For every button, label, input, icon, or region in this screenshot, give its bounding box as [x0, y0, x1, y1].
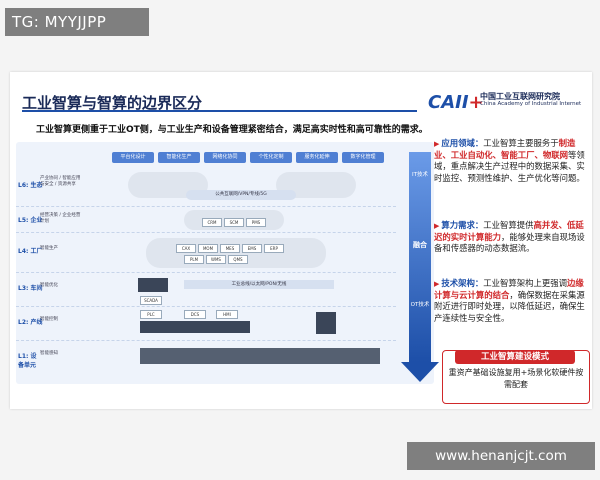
system-chip: SCM — [224, 218, 244, 227]
system-chip: PLM — [184, 255, 204, 264]
tab-digital-management: 数字化管理 — [342, 152, 384, 163]
mode-desc: 重资产基础设施复用+场景化软硬件按需配套 — [448, 368, 584, 389]
level-desc: 智能感知 — [40, 351, 58, 356]
field-label: SCADA — [140, 296, 162, 305]
logo-name-en: China Academy of Industrial Internet — [480, 101, 582, 107]
tab-platform-design: 平台化设计 — [112, 152, 154, 163]
it-ot-arrow — [409, 152, 431, 362]
system-chip: CAX — [176, 244, 196, 253]
tab-network-collab: 网络化协同 — [204, 152, 246, 163]
device-image — [140, 348, 380, 364]
network-industrial: 工业总线/以太网/PON/无线 — [184, 280, 334, 289]
construction-mode-box: 工业智算建设模式 重资产基础设施复用+场景化软硬件按需配套 — [442, 350, 590, 404]
architecture-diagram: 平台化设计 智能化生产 网络化协同 个性化定制 服务化延伸 数字化管理 L6: … — [16, 142, 439, 384]
field-label: DCS — [184, 310, 206, 319]
level-l5: L5: 企业 经营决策 / 企业经营计划 CRM SCM PMS — [16, 206, 396, 233]
arrow-it-label: IT技术 — [412, 172, 428, 178]
system-chip: WMS — [206, 255, 226, 264]
device-image — [138, 278, 168, 292]
triangle-icon: ▶ — [434, 280, 440, 288]
system-chip: EMS — [242, 244, 262, 253]
tab-smart-production: 智能化生产 — [158, 152, 200, 163]
triangle-icon: ▶ — [434, 140, 440, 148]
level-l1: L1: 设备单元 智能感知 — [16, 340, 396, 376]
device-image — [140, 321, 250, 333]
slide: 工业智算与智算的边界区分 CAII+ 中国工业互联网研究院 China Acad… — [10, 72, 592, 409]
level-l6: L6: 生态 产业协同 / 智能应用与安全 / 资源共享 公共互联网/VPN/专… — [16, 166, 396, 207]
level-l3: L3: 车间 智能优化 工业总线/以太网/PON/无线 SCADA — [16, 272, 396, 307]
arrow-fusion-label: 融合 — [413, 241, 427, 249]
level-desc: 智能生产 — [40, 246, 58, 251]
system-chip: MES — [220, 244, 240, 253]
site-watermark: www.henanjcjt.com — [407, 442, 595, 470]
system-chip: CRM — [202, 218, 222, 227]
tab-customization: 个性化定制 — [250, 152, 292, 163]
section-architecture: ▶技术架构：工业智算架构上更强调边缘计算与云计算的结合，确保数据在采集源附近进行… — [434, 278, 585, 323]
title-underline — [22, 110, 417, 112]
level-id: L1: 设备单元 — [18, 353, 37, 369]
caii-logo: CAII+ — [428, 92, 484, 113]
system-chip: QMS — [228, 255, 248, 264]
level-id: L5: 企业 — [18, 217, 43, 224]
level-desc: 产业协同 / 智能应用与安全 / 资源共享 — [40, 176, 81, 187]
level-id: L6: 生态 — [18, 182, 43, 189]
level-id: L3: 车间 — [18, 285, 43, 292]
system-chip: PMS — [246, 218, 266, 227]
arrow-ot-label: OT技术 — [410, 302, 430, 308]
slide-title: 工业智算与智算的边界区分 — [22, 94, 203, 112]
system-chip: MOM — [198, 244, 218, 253]
slide-subtitle: 工业智算更侧重于工业OT侧，与工业生产和设备管理紧密结合，满足高实时性和高可靠性… — [36, 125, 428, 135]
triangle-icon: ▶ — [434, 222, 440, 230]
level-desc: 智能控制 — [40, 317, 58, 322]
level-l4: L4: 工厂 智能生产 CAX MOM MES EMS ERP PLM WMS … — [16, 232, 396, 273]
tab-service-extension: 服务化延伸 — [296, 152, 338, 163]
device-image — [316, 312, 336, 334]
level-desc: 智能优化 — [40, 283, 58, 288]
section-compute: ▶算力需求：工业智算提供高并发、低延迟的实时计算能力，能够处理来自现场设备和传感… — [434, 220, 585, 254]
level-id: L2: 产线 — [18, 319, 43, 326]
logo-name-cn: 中国工业互联网研究院 — [480, 92, 560, 101]
field-label: HMI — [216, 310, 238, 319]
mode-title: 工业智算建设模式 — [455, 350, 575, 364]
level-desc: 经营决策 / 企业经营计划 — [40, 213, 81, 224]
system-chip: ERP — [264, 244, 284, 253]
section-application: ▶应用领域：工业智算主要服务于制造业、工业自动化、智能工厂、物联网等领域，重点解… — [434, 138, 585, 183]
field-label: PLC — [140, 310, 162, 319]
level-id: L4: 工厂 — [18, 248, 43, 255]
watermark-tag: TG: MYYJJPP — [5, 8, 149, 36]
arrow-head — [401, 362, 439, 382]
network-public: 公共互联网/VPN/专线/5G — [186, 190, 296, 200]
level-l2: L2: 产线 智能控制 PLC DCS HMI — [16, 306, 396, 341]
